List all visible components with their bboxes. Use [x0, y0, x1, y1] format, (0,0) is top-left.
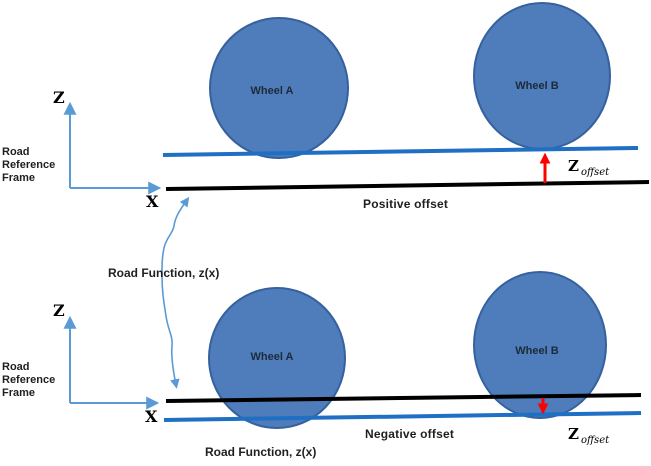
top-road-line: [165, 180, 650, 191]
bottom-wheel-a-circle: [208, 287, 346, 429]
top-frame-line-1: Road: [2, 146, 30, 158]
bottom-frame-line-1: Road: [2, 361, 30, 373]
top-z-axis-label: Z: [53, 88, 65, 107]
top-z-offset-subscript: offset: [580, 167, 610, 178]
top-wheel-a-circle: [209, 17, 349, 159]
top-wheel-b-label: Wheel B: [515, 80, 559, 92]
positive-offset-caption: Positive offset: [363, 197, 449, 211]
bottom-z-offset-base: Z: [568, 425, 579, 443]
bottom-wheel-b-label: Wheel B: [515, 345, 559, 357]
bottom-wheel-a-label: Wheel A: [250, 351, 294, 363]
bottom-offset-line: [163, 411, 642, 422]
bottom-road-reference-frame-label: Road Reference Frame: [2, 361, 55, 400]
top-frame-line-2: Reference: [2, 159, 56, 171]
top-z-offset-base: Z: [568, 157, 579, 175]
top-x-axis-label: X: [146, 192, 159, 211]
bottom-frame-line-2: Reference: [2, 374, 56, 386]
road-function-bottom-label: Road Function, z(x): [205, 445, 317, 459]
bottom-wheel-b-circle: [473, 271, 607, 419]
bottom-road-line: [165, 393, 642, 403]
road-function-wavy-arrow-icon: [161, 196, 190, 389]
top-frame-line-3: Frame: [2, 172, 36, 184]
top-wheel-b-circle: [473, 2, 611, 150]
bottom-z-axis-label: Z: [53, 301, 65, 320]
road-function-mid-label: Road Function, z(x): [108, 266, 220, 280]
top-road-reference-frame-label: Road Reference Frame: [2, 146, 55, 185]
top-wheel-a-label: Wheel A: [250, 85, 294, 97]
negative-offset-caption: Negative offset: [365, 427, 455, 441]
top-offset-line: [162, 146, 639, 157]
bottom-frame-line-3: Frame: [2, 387, 36, 399]
bottom-z-offset-subscript: offset: [580, 435, 610, 446]
bottom-x-axis-label: X: [145, 407, 158, 426]
